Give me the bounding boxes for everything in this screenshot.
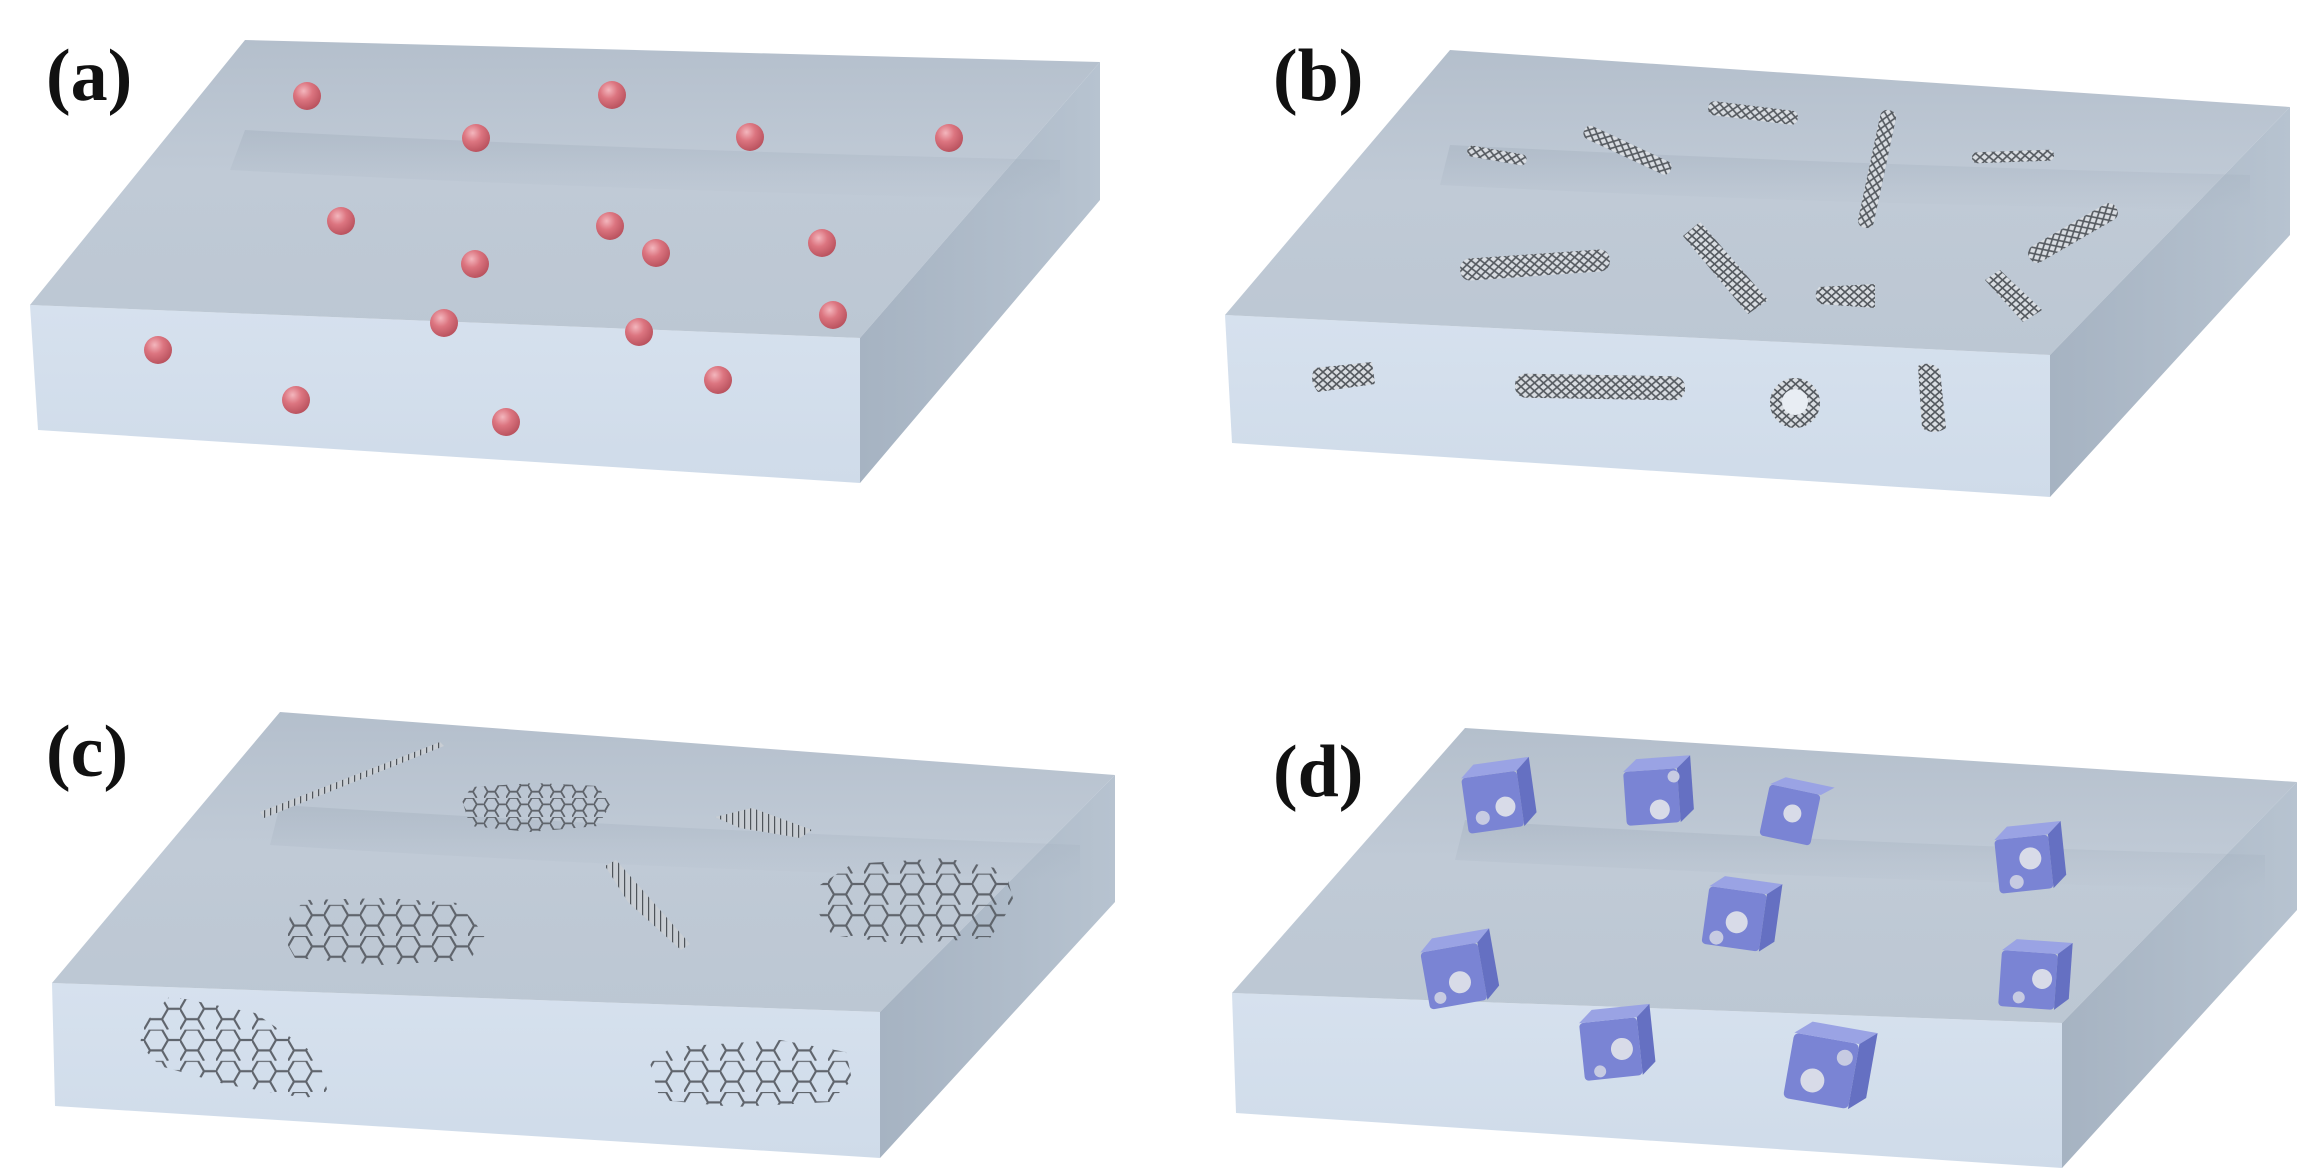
panel-label-a: (a) <box>46 35 132 117</box>
nanocube <box>1783 1019 1878 1112</box>
matrix-slab <box>1232 728 2297 1168</box>
nanoparticle <box>598 81 626 109</box>
nanoparticle <box>461 250 489 278</box>
panel-c <box>52 712 1115 1158</box>
nanoparticle <box>704 366 732 394</box>
nanoparticle <box>625 318 653 346</box>
nanosheet <box>818 858 1014 944</box>
panel-label-c: (c) <box>46 711 128 793</box>
nanocube <box>1578 1004 1657 1081</box>
matrix-slab <box>30 40 1100 483</box>
nanoparticle <box>808 229 836 257</box>
nanoparticle <box>282 386 310 414</box>
nanoparticle <box>293 82 321 110</box>
nanotube-end-view <box>1770 378 1820 428</box>
nanoparticle <box>596 212 624 240</box>
nanosheet <box>462 783 610 832</box>
nanoparticle <box>642 239 670 267</box>
nanosheet <box>650 1040 852 1107</box>
nanocube <box>1993 821 2068 894</box>
nanocube <box>1418 928 1501 1009</box>
nanoparticle <box>819 301 847 329</box>
nanoparticle <box>736 123 764 151</box>
nanoparticle <box>935 124 963 152</box>
nanoparticle <box>327 207 355 235</box>
panel-a <box>30 40 1100 483</box>
panel-b <box>1225 50 2290 497</box>
nanoparticle <box>430 309 458 337</box>
panel-label-b: (b) <box>1273 35 1363 117</box>
nanoparticle <box>144 336 172 364</box>
nanosheet <box>285 898 485 965</box>
nanocube <box>1459 757 1538 834</box>
nanocube <box>1622 755 1694 826</box>
nanocube <box>1701 874 1782 953</box>
nanoparticle <box>492 408 520 436</box>
nanotube <box>1515 374 1685 401</box>
panel-label-d: (d) <box>1273 731 1363 813</box>
nanocube <box>1998 938 2073 1011</box>
panel-d <box>1232 728 2297 1168</box>
nanoparticle <box>462 124 490 152</box>
